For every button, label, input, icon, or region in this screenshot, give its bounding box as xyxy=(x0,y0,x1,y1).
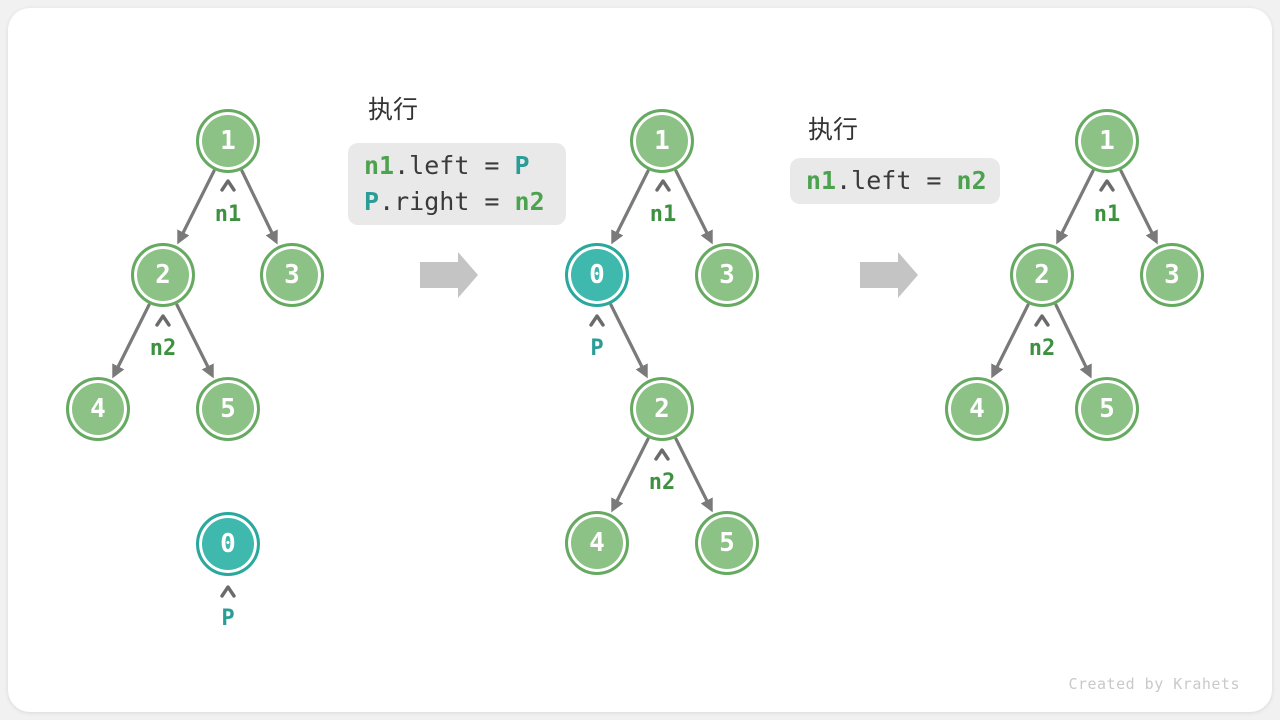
node-value: 5 xyxy=(719,528,735,558)
code-token: n2 xyxy=(514,187,545,216)
tree2-node-4: 4 xyxy=(565,511,629,575)
tree1-node-3: 3 xyxy=(260,243,324,307)
code-line: P.right = n2 xyxy=(364,184,550,220)
tree1-node-2: 2 xyxy=(131,243,195,307)
exec-label-2: 执行 xyxy=(808,116,859,144)
tree2-node-5: 5 xyxy=(695,511,759,575)
code-line: n1.left = P xyxy=(364,148,550,184)
node-value: 5 xyxy=(1099,394,1115,424)
code-token: n1 xyxy=(806,166,837,195)
code-token: P xyxy=(364,187,380,216)
node-value: 0 xyxy=(220,529,236,559)
node-value: 4 xyxy=(90,394,106,424)
code-token: .right = xyxy=(379,187,515,216)
tree1-pointer-p: P xyxy=(221,606,235,631)
tree2-pointer-n1: n1 xyxy=(649,202,677,227)
diagram-card xyxy=(8,8,1272,712)
node-value: 1 xyxy=(654,126,670,156)
tree1-node-5: 5 xyxy=(196,377,260,441)
node-value: 3 xyxy=(284,260,300,290)
tree3-node-5: 5 xyxy=(1075,377,1139,441)
node-value: 1 xyxy=(1099,126,1115,156)
tree1-node-1: 1 xyxy=(196,109,260,173)
node-value: 2 xyxy=(1034,260,1050,290)
node-value: 2 xyxy=(155,260,171,290)
tree2-node-2: 2 xyxy=(630,377,694,441)
tree3-node-2: 2 xyxy=(1010,243,1074,307)
tree3-node-1: 1 xyxy=(1075,109,1139,173)
tree3-pointer-n1: n1 xyxy=(1093,202,1121,227)
node-value: 2 xyxy=(654,394,670,424)
tree3-node-3: 3 xyxy=(1140,243,1204,307)
tree1-pointer-n2: n2 xyxy=(149,336,177,361)
tree2-node-1: 1 xyxy=(630,109,694,173)
code-line: n1.left = n2 xyxy=(806,163,987,199)
code-token: .left = xyxy=(836,166,957,195)
tree3-node-4: 4 xyxy=(945,377,1009,441)
tree1-node-4: 4 xyxy=(66,377,130,441)
code-token: n1 xyxy=(364,151,395,180)
node-value: 4 xyxy=(969,394,985,424)
node-value: 1 xyxy=(220,126,236,156)
tree2-pointer-n2: n2 xyxy=(648,470,676,495)
exec-label-1: 执行 xyxy=(368,96,419,124)
code-token: n2 xyxy=(956,166,987,195)
code-token: P xyxy=(514,151,530,180)
node-value: 3 xyxy=(1164,260,1180,290)
node-value: 4 xyxy=(589,528,605,558)
tree3-pointer-n2: n2 xyxy=(1028,336,1056,361)
tree2-node-3: 3 xyxy=(695,243,759,307)
node-value: 0 xyxy=(589,260,605,290)
code-box-2: n1.left = n2 xyxy=(790,158,1000,204)
tree2-node-p: 0 xyxy=(565,243,629,307)
code-box-1: n1.left = P P.right = n2 xyxy=(348,143,566,225)
watermark-credit: Created by Krahets xyxy=(1068,675,1240,693)
tree1-node-p: 0 xyxy=(196,512,260,576)
node-value: 5 xyxy=(220,394,236,424)
tree1-pointer-n1: n1 xyxy=(214,202,242,227)
tree2-pointer-p: P xyxy=(590,336,604,361)
code-token: .left = xyxy=(394,151,515,180)
node-value: 3 xyxy=(719,260,735,290)
